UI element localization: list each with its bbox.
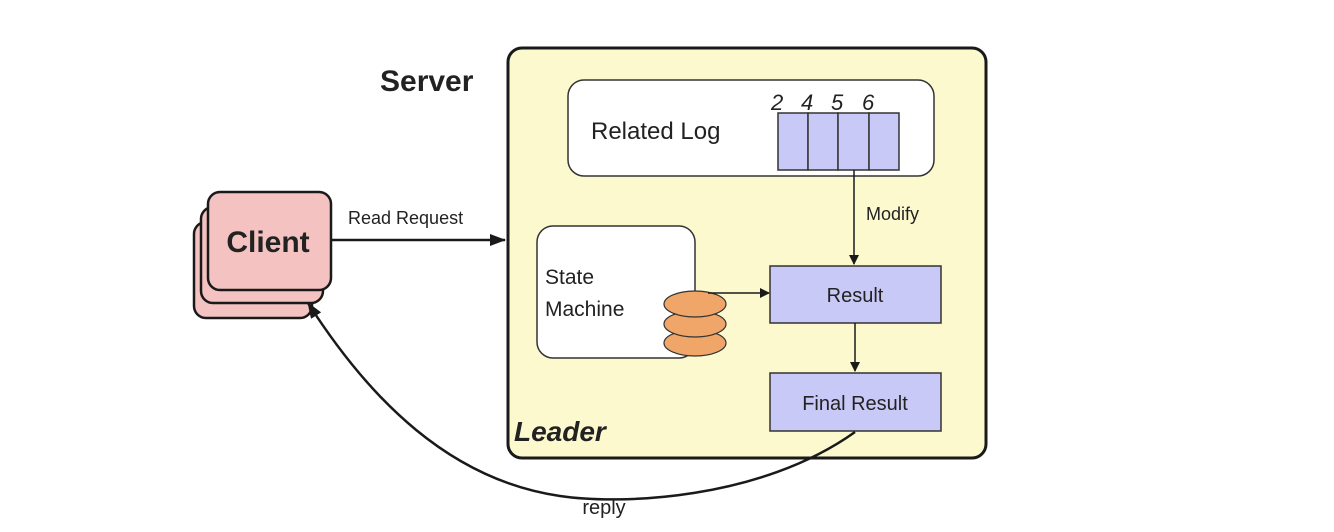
result-box — [769, 265, 942, 324]
log-index: 4 — [801, 90, 813, 115]
log-index: 5 — [831, 90, 844, 115]
leader-label: Leader — [514, 416, 608, 447]
related-log-label: Related Log — [591, 118, 720, 145]
read-request-label: Read Request — [348, 208, 463, 228]
log-index: 2 — [770, 90, 783, 115]
log-cells — [777, 112, 900, 171]
client-label: Client — [226, 226, 309, 259]
log-cell — [868, 112, 900, 171]
server-title: Server — [380, 65, 474, 98]
state-machine-label-line1: State — [545, 266, 594, 289]
client-node: Client — [192, 190, 333, 320]
log-cell — [777, 112, 809, 171]
reply-label: reply — [582, 497, 625, 519]
final-result-box — [769, 372, 942, 432]
database-icon — [663, 290, 727, 357]
result-label: Result — [827, 285, 884, 307]
reply-arrow — [306, 302, 856, 501]
final-result-label: Final Result — [802, 393, 908, 415]
log-cell — [807, 112, 839, 171]
state-machine-label-line2: Machine — [545, 298, 624, 321]
log-index: 6 — [862, 90, 875, 115]
log-cell — [837, 112, 870, 171]
modify-label: Modify — [866, 204, 919, 224]
